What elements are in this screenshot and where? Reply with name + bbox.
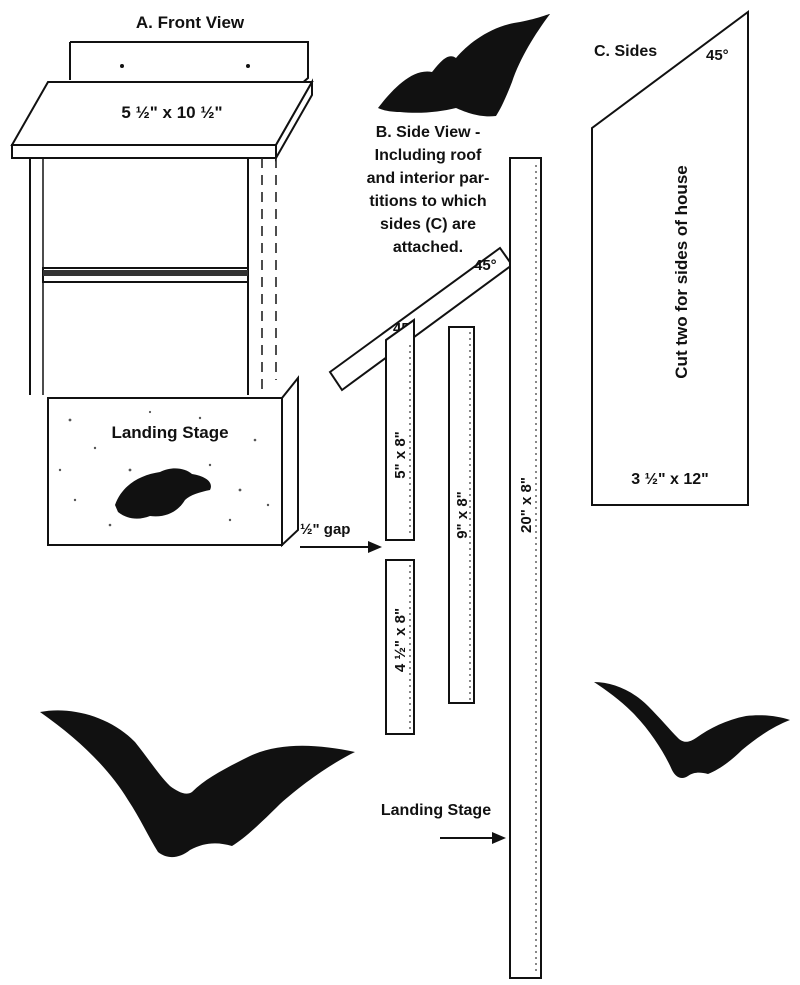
sides-dimensions: 3 ½" x 12": [631, 471, 708, 488]
front-view-title: A. Front View: [136, 13, 245, 32]
side-landing-arrowhead: [492, 832, 506, 844]
side-view-title-block: B. Side View - Including roof and interi…: [367, 124, 490, 256]
sides-title: C. Sides: [594, 43, 657, 60]
front-partition-shade: [43, 270, 248, 276]
side-angle-top: 45°: [474, 257, 497, 274]
side-view-title-line-2: Including roof: [375, 147, 482, 164]
side-board-long: [509, 157, 542, 979]
front-roof-dimension: 5 ½" x 10 ½": [121, 103, 222, 122]
front-landing-label: Landing Stage: [111, 423, 228, 442]
side-board-upper-label: 5" x 8": [392, 431, 409, 479]
side-panel-board: [591, 10, 749, 506]
bat-bottom-left-icon: [40, 710, 355, 858]
side-board-lower-label: 4 ½" x 8": [392, 608, 409, 672]
sides-angle: 45°: [706, 47, 729, 64]
side-board-upper: [385, 318, 415, 541]
bat-right-icon: [594, 682, 790, 778]
front-roof-edge: [11, 144, 277, 159]
side-landing-label: Landing Stage: [381, 802, 491, 819]
front-back-panel-top: [69, 41, 309, 86]
gap-label: ½" gap: [300, 521, 350, 538]
front-nail-hole-right: [246, 64, 250, 68]
front-landing-side: [281, 375, 299, 548]
side-view-title-line-1: B. Side View -: [376, 124, 481, 141]
side-board-long-label: 20" x 8": [518, 477, 535, 533]
front-nail-hole-left: [120, 64, 124, 68]
front-landing-bat-icon: [115, 468, 211, 519]
gap-arrowhead: [368, 541, 382, 553]
sides-instruction: Cut two for sides of house: [672, 165, 691, 378]
side-board-lower: [385, 559, 415, 735]
front-view: [10, 41, 314, 548]
side-board-middle-label: 9" x 8": [454, 491, 471, 539]
side-view-title-line-5: sides (C) are: [380, 216, 476, 233]
side-view-title-line-3: and interior par-: [367, 170, 490, 187]
bat-top-center-icon: [378, 14, 550, 117]
side-view-title-line-6: attached.: [393, 239, 463, 256]
side-view-title-line-4: titions to which: [369, 193, 486, 210]
front-roof-side: [275, 78, 313, 162]
side-board-middle: [448, 326, 475, 704]
